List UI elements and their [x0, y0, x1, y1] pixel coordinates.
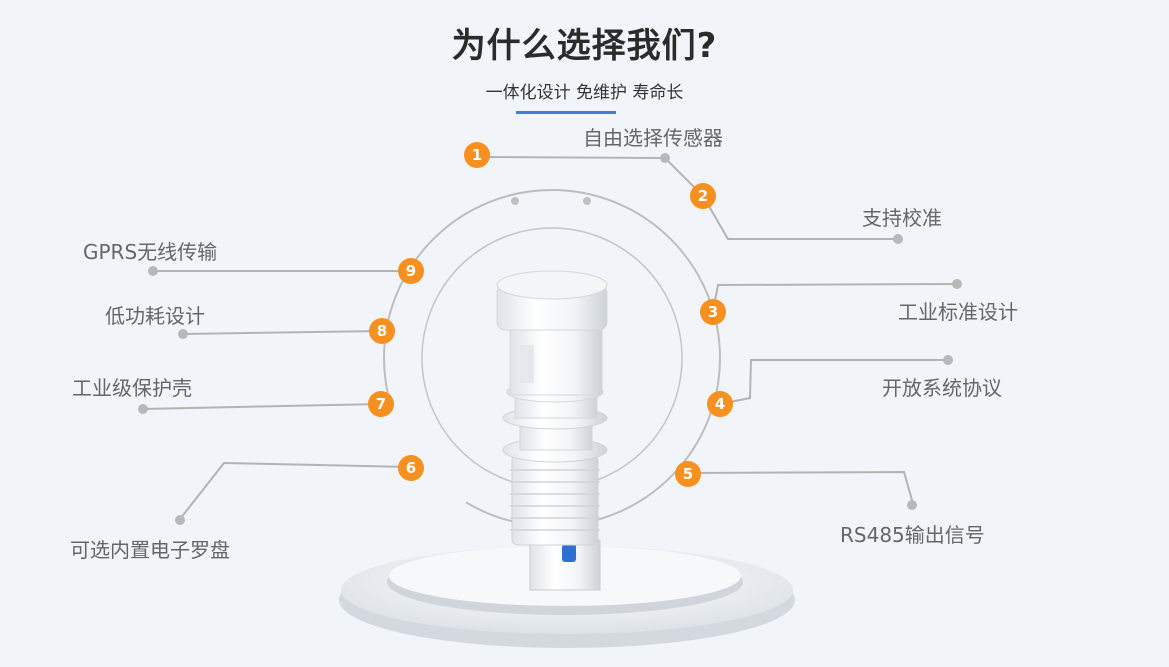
feature-badge-1: 1	[464, 142, 490, 168]
endpoint-dot-5	[907, 500, 917, 510]
feature-label-6: 可选内置电子罗盘	[70, 538, 230, 562]
endpoint-dot-1	[660, 153, 670, 163]
feature-badge-5: 5	[675, 461, 701, 487]
endpoint-dot-3	[952, 279, 962, 289]
connector-1	[477, 156, 704, 197]
connector-6	[179, 461, 411, 520]
feature-label-2: 支持校准	[862, 206, 942, 230]
feature-badge-2: 2	[690, 183, 716, 209]
feature-badge-6: 6	[398, 455, 424, 481]
feature-badge-4: 4	[707, 391, 733, 417]
endpoint-dot-8	[178, 329, 188, 339]
connector-2	[702, 195, 898, 240]
connector-8	[182, 330, 384, 335]
connector-5	[687, 470, 913, 501]
feature-label-8: 低功耗设计	[105, 304, 205, 328]
title-underline	[516, 111, 616, 114]
connector-7	[142, 403, 382, 410]
ring-gap-dot-right	[583, 197, 591, 205]
feature-label-1: 自由选择传感器	[583, 126, 723, 150]
page-title: 为什么选择我们?	[451, 26, 718, 66]
feature-badge-7: 7	[368, 391, 394, 417]
feature-label-4: 开放系统协议	[882, 376, 1002, 400]
connector-4	[719, 359, 948, 405]
feature-badge-9: 9	[398, 258, 424, 284]
feature-label-3: 工业标准设计	[898, 300, 1018, 324]
feature-label-7: 工业级保护壳	[72, 376, 192, 400]
endpoint-dot-4	[943, 355, 953, 365]
endpoint-dot-9	[148, 266, 158, 276]
endpoint-dot-2	[893, 234, 903, 244]
feature-badge-3: 3	[700, 299, 726, 325]
ring-gap-dot-left	[511, 197, 519, 205]
feature-badge-8: 8	[369, 318, 395, 344]
feature-label-9: GPRS无线传输	[83, 240, 218, 264]
endpoint-dot-7	[138, 404, 148, 414]
weather-sensor-device	[496, 270, 608, 591]
feature-label-5: RS485输出信号	[840, 523, 985, 547]
endpoint-dot-6	[175, 515, 185, 525]
page-subtitle: 一体化设计 免维护 寿命长	[485, 83, 684, 103]
